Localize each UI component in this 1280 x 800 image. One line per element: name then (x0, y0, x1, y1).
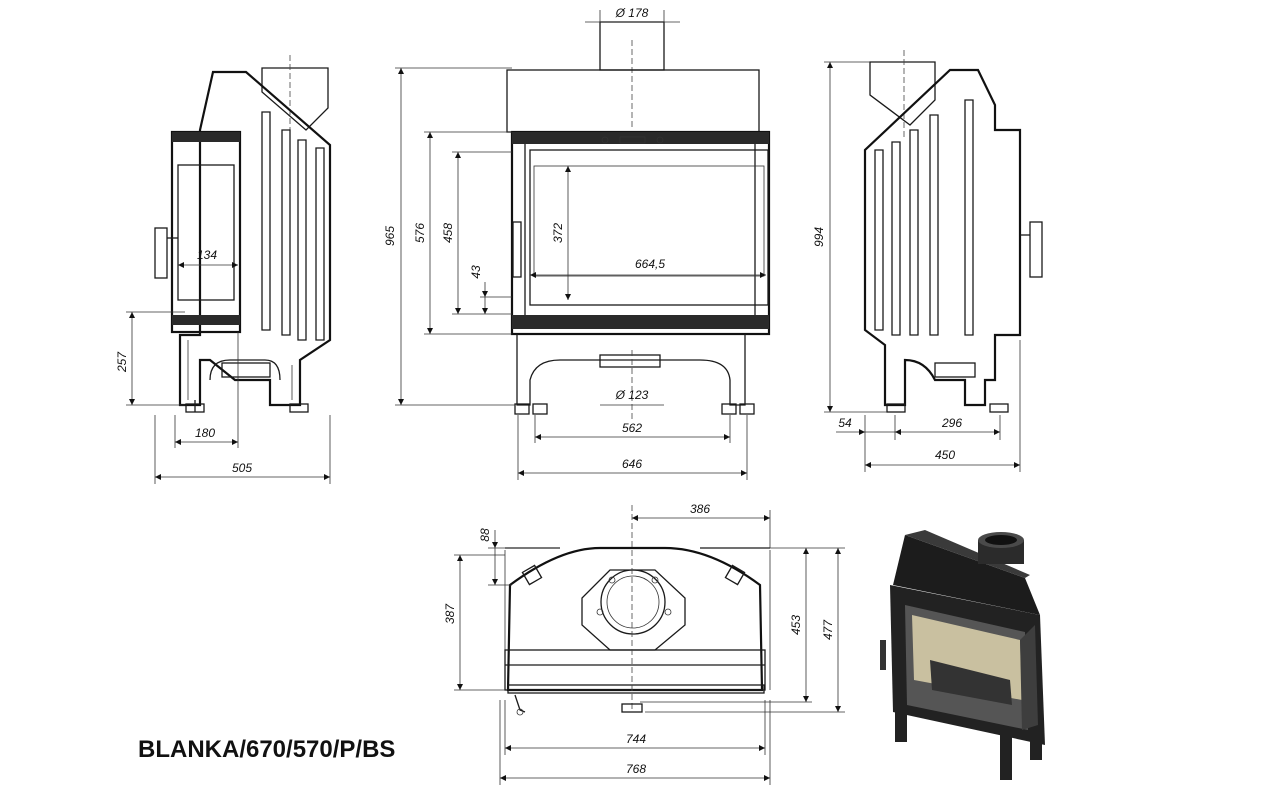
dim-296: 296 (941, 416, 962, 430)
dim-562: 562 (622, 421, 642, 435)
dim-744: 744 (626, 732, 646, 746)
right-side-view (863, 50, 1043, 413)
dim-994: 994 (812, 227, 826, 247)
fireplace-3d-render (880, 530, 1045, 780)
front-view (506, 21, 771, 420)
dim-43: 43 (469, 265, 483, 279)
dim-54: 54 (838, 416, 852, 430)
dim-768: 768 (626, 762, 646, 776)
dim-477: 477 (821, 619, 835, 640)
front-dimensions: Ø 178 965 576 458 43 372 664,5 (383, 6, 766, 480)
left-side-dimensions: 134 257 180 505 (115, 248, 331, 484)
dim-664-5: 664,5 (635, 257, 665, 271)
dim-257: 257 (115, 351, 129, 373)
dim-646: 646 (622, 457, 642, 471)
dim-88: 88 (478, 528, 492, 542)
top-view-dimensions: 386 88 387 453 477 744 768 (443, 502, 845, 785)
dim-576: 576 (413, 223, 427, 243)
dim-450: 450 (935, 448, 955, 462)
left-side-view (154, 55, 332, 413)
model-title: BLANKA/670/570/P/BS (138, 736, 395, 763)
right-side-dimensions: 994 54 296 450 (812, 61, 1021, 472)
dim-965: 965 (383, 226, 397, 246)
dim-flue-bottom-123: Ø 123 (615, 388, 649, 402)
dim-453: 453 (789, 615, 803, 635)
dim-387: 387 (443, 603, 457, 624)
dim-134: 134 (197, 248, 217, 262)
dim-372: 372 (551, 223, 565, 243)
dim-458: 458 (441, 223, 455, 243)
dim-386: 386 (690, 502, 710, 516)
dim-flue-178: Ø 178 (615, 6, 649, 20)
dim-505: 505 (232, 461, 252, 475)
top-view (504, 505, 771, 716)
dim-180: 180 (195, 426, 215, 440)
